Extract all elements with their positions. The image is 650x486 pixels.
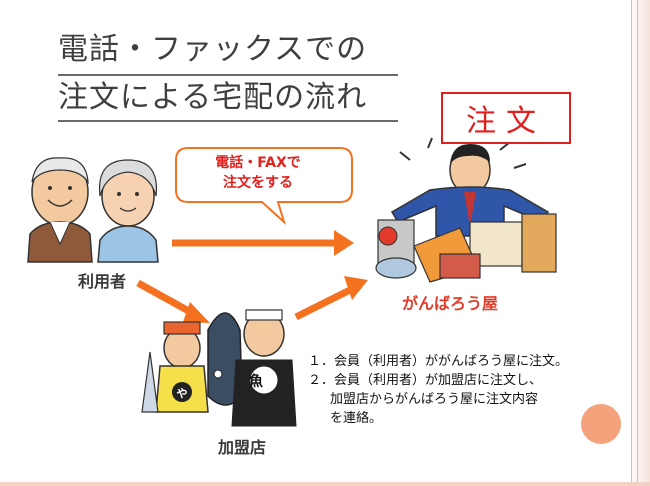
note-item-2: ２．会員（利用者）が加盟店に注文し、: [308, 373, 543, 388]
title-underline: [58, 74, 398, 76]
note-item-2-cont: を連絡。: [330, 411, 383, 426]
speech-callout: [175, 147, 353, 226]
grocery-goods-illustration: [375, 213, 557, 283]
note-item-2-cont: 加盟店からがんばろう屋に注文内容: [330, 392, 539, 407]
fish-apron-label: 魚: [249, 373, 263, 390]
slide-frame-right: [628, 0, 650, 486]
title-underline: [58, 120, 398, 122]
slide-title: 電話・ファックスでの 注文による宅配の流れ: [58, 28, 398, 122]
title-line-1: 電話・ファックスでの: [58, 32, 368, 67]
order-label-box: 注文: [441, 92, 571, 144]
note-item-1: １．会員（利用者）ががんばろう屋に注文。: [308, 354, 569, 369]
slide-frame-bottom: [0, 482, 650, 486]
frame-line: [637, 0, 638, 486]
title-line-2: 注文による宅配の流れ: [58, 80, 368, 115]
flow-arrow-member-to-store: [294, 276, 368, 321]
ya-shirt-label: や: [177, 387, 188, 400]
member-store-label: 加盟店: [218, 438, 267, 457]
decorative-circle: [581, 404, 621, 444]
callout-line-1: 電話・FAXで: [215, 155, 301, 171]
elderly-couple-illustration: [27, 157, 159, 263]
callout-text: 電話・FAXで 注文をする: [183, 153, 333, 193]
flow-arrow-user-to-store: [172, 230, 354, 256]
member-store-illustration: [141, 309, 297, 427]
store-label: がんばろう屋: [402, 294, 499, 313]
callout-line-2: 注文をする: [223, 175, 293, 191]
flow-arrow-user-to-member: [136, 279, 210, 323]
flow-notes: １．会員（利用者）ががんばろう屋に注文。 ２．会員（利用者）が加盟店に注文し、 …: [308, 352, 598, 428]
frame-line: [631, 0, 632, 486]
user-label: 利用者: [78, 272, 127, 291]
